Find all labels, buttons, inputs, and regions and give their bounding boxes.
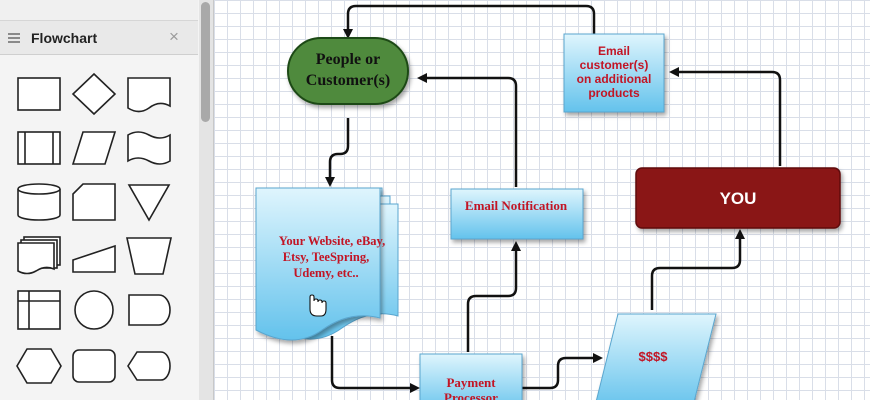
- internal-storage-shape[interactable]: [15, 288, 63, 332]
- panel-top-strip: [0, 0, 198, 21]
- people-customers-node[interactable]: People or Customer(s): [287, 37, 409, 105]
- close-icon[interactable]: ×: [169, 27, 179, 46]
- email-customers-line4: products: [588, 86, 640, 100]
- connector-email-to-people: [343, 4, 596, 39]
- process-shape[interactable]: [15, 72, 63, 116]
- connector-notification-to-people: [417, 73, 518, 187]
- payment-line1: Payment: [446, 375, 496, 390]
- email-customers-line2: customer(s): [580, 58, 649, 72]
- email-customers-line1: Email: [598, 44, 630, 58]
- flowchart-section-header[interactable]: Flowchart ×: [0, 21, 198, 55]
- people-line2: Customer(s): [306, 72, 390, 89]
- email-notification-label: Email Notification: [465, 198, 568, 213]
- connector-people-to-website: [325, 118, 350, 187]
- connector-money-to-you: [650, 229, 745, 310]
- card-shape[interactable]: [70, 180, 118, 224]
- drag-handle-icon[interactable]: [8, 33, 20, 43]
- payment-line2: Processor: [444, 390, 498, 400]
- data-shape[interactable]: [70, 126, 118, 170]
- people-line1: People or: [316, 51, 380, 68]
- connector-you-to-email: [669, 67, 782, 166]
- connector-lines: [325, 4, 782, 393]
- website-line2: Etsy, TeeSpring,: [283, 250, 370, 264]
- scrollbar-thumb[interactable]: [201, 2, 210, 122]
- merge-shape[interactable]: [125, 180, 173, 224]
- diagram-canvas[interactable]: People or Customer(s) Email customer(s) …: [214, 0, 870, 400]
- money-label: $$$$: [639, 349, 669, 364]
- panel-scrollbar[interactable]: [199, 0, 213, 400]
- terminator-process-shape[interactable]: [70, 344, 118, 388]
- money-node[interactable]: $$$$: [594, 313, 717, 400]
- email-notification-node[interactable]: Email Notification: [450, 188, 584, 240]
- multi-document-shape[interactable]: [15, 234, 63, 278]
- website-line3: Udemy, etc..: [293, 266, 358, 280]
- document-shape[interactable]: [125, 72, 173, 116]
- connector-shape[interactable]: [70, 288, 118, 332]
- section-title: Flowchart: [31, 30, 98, 46]
- email-customers-node[interactable]: Email customer(s) on additional products: [563, 33, 665, 113]
- email-customers-line3: on additional: [577, 72, 652, 86]
- you-label: YOU: [720, 189, 757, 208]
- you-node[interactable]: YOU: [635, 167, 841, 229]
- manual-input-shape[interactable]: [70, 234, 118, 278]
- database-shape[interactable]: [15, 180, 63, 224]
- predefined-process-shape[interactable]: [15, 126, 63, 170]
- connector-payment-to-money: [522, 353, 603, 390]
- shape-library-panel: Flowchart ×: [0, 0, 214, 400]
- payment-processor-node[interactable]: Payment Processor: [419, 353, 523, 400]
- shape-palette: [0, 55, 198, 400]
- manual-operation-shape[interactable]: [125, 234, 173, 278]
- display-shape[interactable]: [125, 344, 173, 388]
- delay-shape[interactable]: [125, 288, 173, 332]
- tape-shape[interactable]: [125, 126, 173, 170]
- website-line1: Your Website, eBay,: [279, 234, 386, 248]
- connector-payment-to-notification: [466, 241, 521, 352]
- connector-website-to-payment: [330, 336, 420, 393]
- decision-shape[interactable]: [70, 72, 118, 116]
- hand-cursor-icon: [309, 294, 327, 317]
- website-multi-document-node[interactable]: Your Website, eBay, Etsy, TeeSpring, Ude…: [255, 187, 399, 341]
- preparation-shape[interactable]: [15, 344, 63, 388]
